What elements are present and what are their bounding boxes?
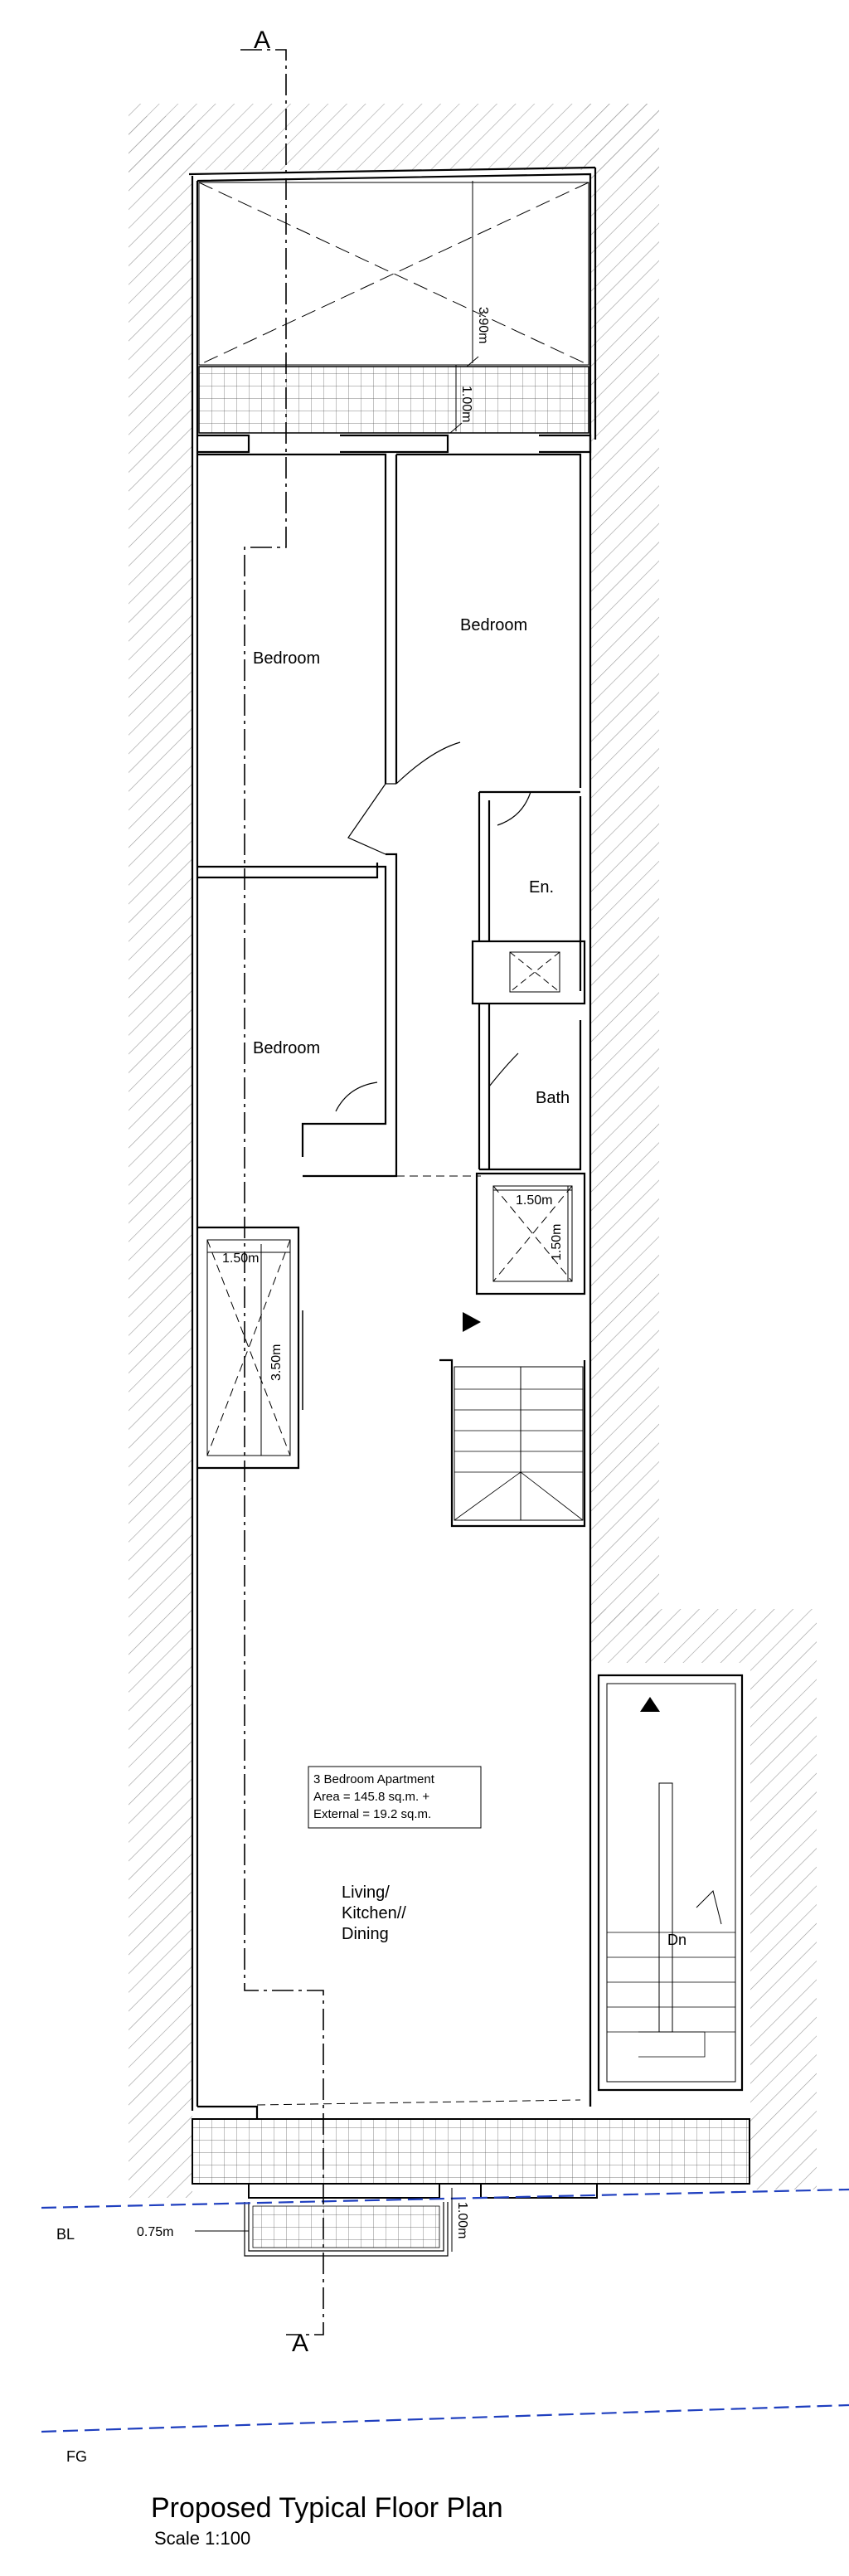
service-shaft (471, 940, 586, 1005)
finished-ground-line (41, 2403, 849, 2433)
level-label-fg: FG (66, 2448, 87, 2465)
hatched-top (129, 104, 659, 178)
section-marker-top: A (254, 27, 270, 54)
section-marker-bottom: A (292, 2330, 308, 2357)
dim-rear-balcony: 1.00m (459, 386, 473, 422)
dim-lightwell-depth: 3.50m (269, 1344, 284, 1381)
internal-stair (439, 1358, 586, 1528)
hatched-left-neighbour (129, 116, 195, 2198)
apartment-info-box (308, 1766, 482, 1829)
rear-terrace (198, 182, 589, 434)
dimension-lines (195, 181, 572, 2252)
rear-balcony-tiles (198, 366, 589, 434)
apartment-info-line2: Area = 145.8 sq.m. + (313, 1790, 429, 1804)
apartment-info-line1: 3 Bedroom Apartment (313, 1772, 435, 1786)
interior-walls (197, 453, 582, 1178)
lightwell-upper (475, 1172, 586, 1295)
front-balcony (192, 2118, 750, 2257)
room-label-bedroom-2: Bedroom (460, 616, 527, 634)
stair-label-dn: Dn (667, 1932, 686, 1948)
dim-front-setback: 0.75m (137, 2225, 173, 2239)
lightwell-left (197, 1226, 303, 1470)
front-walls (197, 2090, 592, 2119)
room-label-bedroom-3: Bedroom (253, 1039, 320, 1057)
doors (335, 741, 531, 1112)
room-label-living-3: Dining (342, 1925, 389, 1943)
room-label-bath: Bath (536, 1089, 570, 1107)
dim-shaft-depth: 1.50m (550, 1224, 564, 1261)
stair-direction-arrow (463, 1312, 481, 1332)
section-line-a (240, 49, 324, 2335)
room-label-living-2: Kitchen// (342, 1904, 406, 1922)
room-label-bedroom-1: Bedroom (253, 649, 320, 668)
hatched-right-neighbour (585, 104, 659, 1626)
outer-walls (188, 166, 597, 2111)
dim-shaft-width: 1.50m (516, 1193, 552, 1208)
drawing-scale: Scale 1:100 (154, 2528, 251, 2549)
dim-front-balcony: 1.00m (455, 2202, 469, 2238)
level-label-bl: BL (56, 2226, 75, 2243)
dim-lightwell-width: 1.50m (222, 1252, 259, 1266)
rear-wall-line (197, 434, 592, 454)
hatched-right-lower-neighbour (585, 1609, 817, 2190)
building-line (41, 2188, 849, 2209)
room-label-living-1: Living/ (342, 1883, 390, 1902)
apartment-info-line3: External = 19.2 sq.m. (313, 1807, 431, 1821)
common-stairwell (597, 1674, 744, 2092)
room-label-ensuite: En. (529, 878, 554, 897)
common-stair-arrow (640, 1697, 660, 1712)
drawing-title: Proposed Typical Floor Plan (151, 2492, 503, 2524)
dim-rear-terrace: 3.90m (476, 307, 490, 343)
